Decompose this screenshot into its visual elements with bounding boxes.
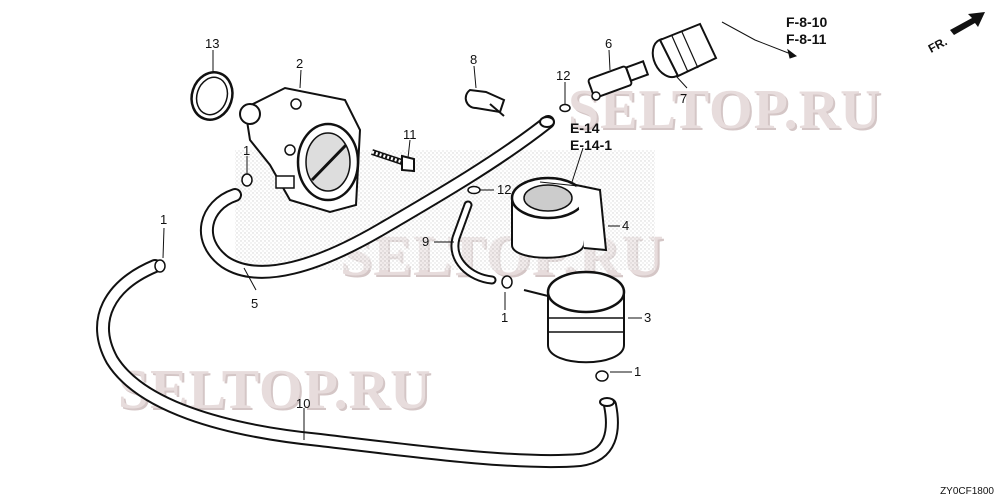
ref-f-8-11: F-8-11 [786,31,827,47]
tube-part-9 [450,200,497,285]
filter-housing-part-4 [510,176,608,259]
joint-part-7 [651,22,718,79]
label-part-1-d: 1 [634,364,642,379]
clamp-part-1-b [154,259,166,273]
label-part-4: 4 [622,218,630,233]
label-part-11: 11 [403,127,417,142]
label-part-2: 2 [296,56,304,71]
label-part-6: 6 [605,36,613,51]
throttle-body-part-2 [239,86,362,214]
label-part-1-b: 1 [160,212,168,227]
label-part-1-a: 1 [243,143,251,158]
label-part-12-lower: 12 [497,182,512,197]
diagram-code: ZY0CF1800 [940,486,994,497]
leader-lines [162,21,798,440]
clamp-part-1-c [501,275,513,289]
ref-e-14-1: E-14-1 [570,137,613,153]
hose-part-10 [96,259,619,469]
label-part-12-upper: 12 [556,68,571,83]
front-arrow-icon [950,12,985,35]
label-part-3: 3 [644,310,652,325]
label-part-5: 5 [251,296,259,311]
label-part-7: 7 [680,91,688,106]
filter-canister-part-3 [523,270,626,364]
clamp-part-12-lower [467,185,481,195]
label-part-10: 10 [296,396,311,411]
fitting-part-6 [587,60,650,101]
hose-part-5 [200,115,555,279]
label-part-1-c: 1 [501,310,509,325]
clip-part-8 [464,88,506,117]
bolt-part-11 [371,149,415,173]
clamp-part-1-d [595,370,609,382]
ref-e-14: E-14 [570,120,600,136]
label-part-9: 9 [422,234,430,249]
clamp-part-12-upper [559,103,571,113]
ref-f-8-10: F-8-10 [786,14,828,30]
o-ring-part-13 [190,71,234,121]
label-part-8: 8 [470,52,478,67]
clamp-part-1-a [241,173,253,187]
label-part-13: 13 [205,36,220,51]
